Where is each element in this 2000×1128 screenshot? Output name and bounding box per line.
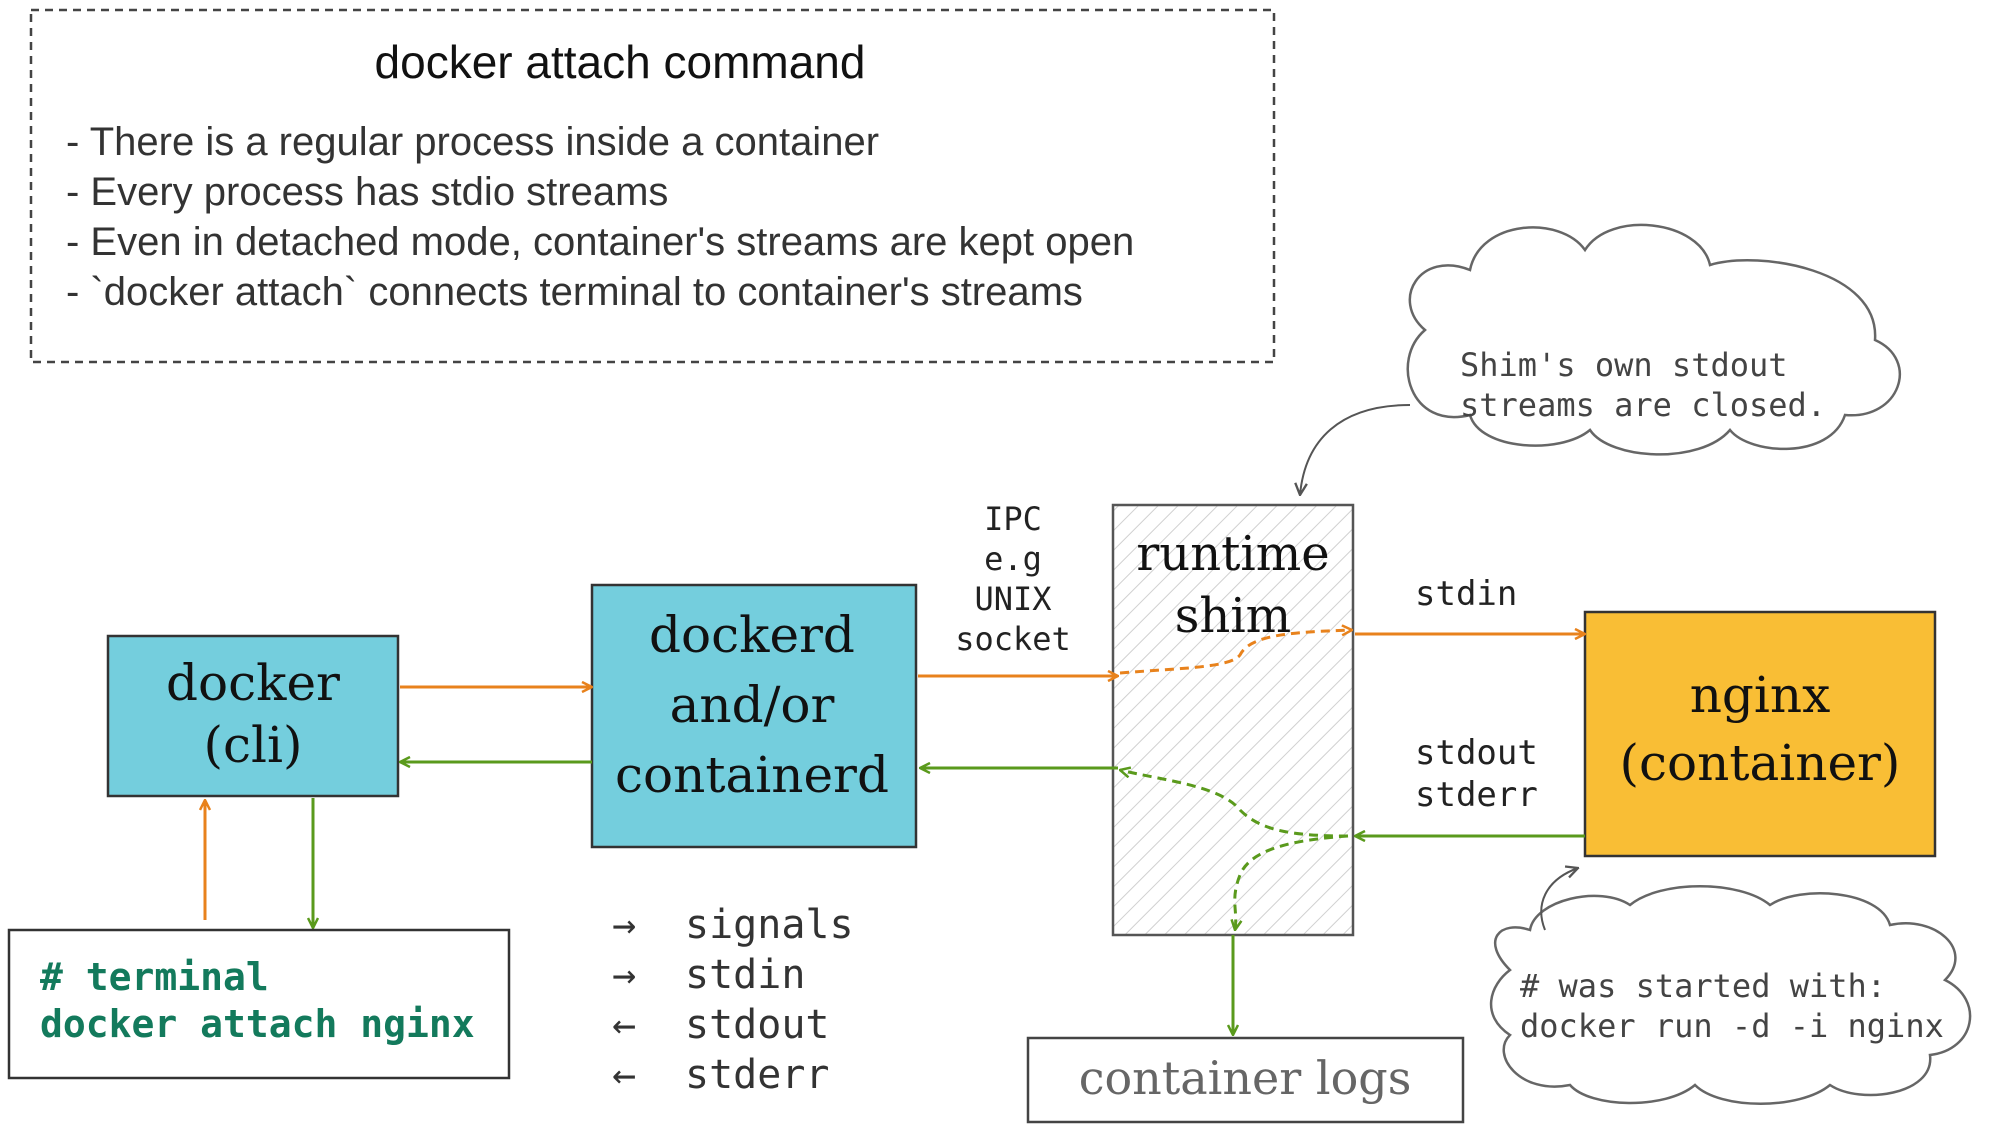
terminal-box: # terminal docker attach nginx: [7, 928, 511, 1080]
ipc-line-1: IPC: [984, 500, 1042, 538]
shim-label-1: runtime: [1136, 526, 1329, 582]
dockerd-label-3: containerd: [615, 746, 889, 804]
info-bullet-3: - Even in detached mode, container's str…: [66, 220, 1134, 264]
cloud-nginx-line2: docker run -d -i nginx: [1520, 1007, 1944, 1045]
legend: → signals → stdin ← stdout ← stderr: [612, 902, 854, 1098]
legend-arrow-stdin: →: [612, 952, 636, 998]
cloud-shim-line1: Shim's own stdout: [1460, 346, 1788, 384]
legend-label-signals: signals: [685, 902, 854, 948]
info-bullet-1: - There is a regular process inside a co…: [66, 120, 879, 164]
legend-label-stdin: stdin: [685, 952, 805, 998]
ipc-label: IPC e.g UNIX socket: [955, 500, 1071, 658]
nginx-label-1: nginx: [1690, 666, 1831, 724]
ipc-line-4: socket: [955, 620, 1071, 658]
dockerd-label-2: and/or: [670, 676, 835, 734]
legend-arrow-signals: →: [612, 902, 636, 948]
info-box-title: docker attach command: [375, 36, 866, 88]
stdin-label: stdin: [1415, 574, 1517, 614]
info-bullet-4: - `docker attach` connects terminal to c…: [66, 270, 1083, 314]
cloud-shim-pointer: [1300, 404, 1411, 495]
shim-stdin-dashed: [1119, 630, 1352, 675]
info-bullet-2: - Every process has stdio streams: [66, 170, 668, 214]
info-box: docker attach command - There is a regul…: [29, 8, 1276, 364]
docker-cli-label-2: (cli): [204, 716, 303, 774]
legend-label-stderr: stderr: [685, 1052, 830, 1098]
legend-arrow-stderr: ←: [612, 1052, 636, 1098]
shim-label-2: shim: [1175, 588, 1291, 644]
ipc-line-2: e.g: [984, 540, 1042, 578]
nginx-container-box: nginx (container): [1583, 610, 1937, 858]
cloud-nginx-line1: # was started with:: [1520, 967, 1886, 1005]
cloud-nginx-pointer: [1540, 868, 1578, 931]
docker-cli-label-1: docker: [166, 654, 340, 712]
runtime-shim-box: runtime shim: [1111, 503, 1355, 937]
stdout-label: stdout: [1415, 733, 1538, 773]
legend-label-stdout: stdout: [685, 1002, 830, 1048]
container-logs-box: container logs: [1026, 1036, 1465, 1124]
terminal-line-1: # terminal: [40, 955, 269, 999]
shim-logs-dashed: [1235, 834, 1349, 930]
terminal-line-2: docker attach nginx: [40, 1002, 475, 1046]
dockerd-box: dockerd and/or containerd: [590, 583, 918, 849]
shim-stdout-dashed: [1120, 770, 1349, 838]
nginx-label-2: (container): [1620, 734, 1901, 792]
dockerd-label-1: dockerd: [649, 606, 855, 664]
ipc-line-3: UNIX: [974, 580, 1051, 618]
cloud-shim-note: Shim's own stdout streams are closed.: [1300, 223, 1902, 495]
stderr-label: stderr: [1415, 775, 1538, 815]
legend-arrow-stdout: ←: [612, 1002, 636, 1048]
container-logs-label: container logs: [1079, 1051, 1412, 1105]
cloud-nginx-note: # was started with: docker run -d -i ngi…: [1490, 868, 1972, 1105]
docker-cli-box: docker (cli): [106, 634, 400, 798]
cloud-shim-line2: streams are closed.: [1460, 386, 1826, 424]
